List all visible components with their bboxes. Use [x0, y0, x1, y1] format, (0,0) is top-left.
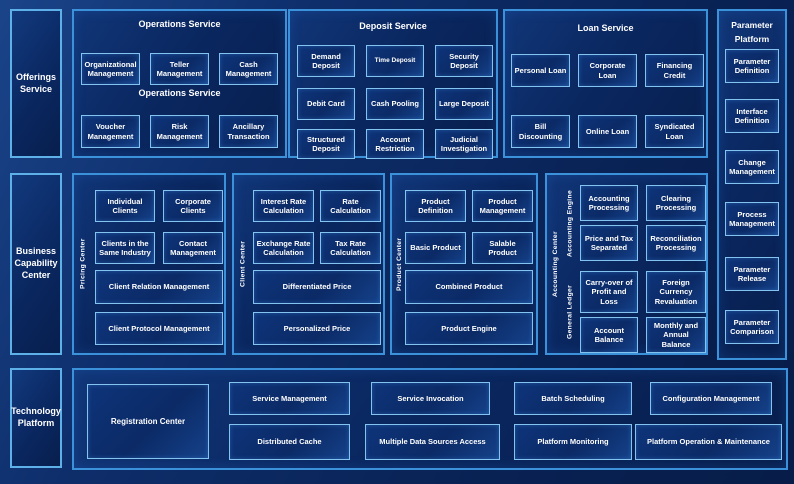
box-personalized-price: Personalized Price: [253, 312, 381, 345]
panel-technology-platform: Registration Center Service Management D…: [72, 368, 788, 470]
box-parameter-release: Parameter Release: [725, 257, 779, 291]
panel-operations-service: Operations Service Organizational Manage…: [72, 9, 287, 158]
panel-client-center: Client Center Interest Rate Calculation …: [232, 173, 385, 355]
box-large-deposit: Large Deposit: [435, 88, 493, 120]
box-account-balance: Account Balance: [580, 317, 638, 353]
box-time-deposit: Time Deposit: [366, 45, 424, 77]
general-ledger-label: General Ledger: [566, 284, 574, 340]
box-platform-operation-maintenance: Platform Operation & Maintenance: [635, 424, 782, 460]
box-parameter-definition: Parameter Definition: [725, 49, 779, 83]
panel-product-center: Product Center Product Definition Produc…: [390, 173, 538, 355]
box-change-management: Change Management: [725, 150, 779, 184]
box-accounting-processing: Accounting Processing: [580, 185, 638, 221]
panel-parameter-platform: Parameter Platform Parameter Definition …: [717, 9, 787, 360]
box-client-protocol-management: Client Protocol Management: [95, 312, 223, 345]
sidebar-business-capability-center: Business Capability Center: [10, 173, 62, 355]
box-reconciliation-processing: Reconciliation Processing: [646, 225, 706, 261]
box-process-management: Process Management: [725, 202, 779, 236]
box-account-restriction: Account Restriction: [366, 129, 424, 159]
box-distributed-cache: Distributed Cache: [229, 424, 350, 460]
box-cash-management: Cash Management: [219, 53, 278, 85]
box-multiple-data-sources-access: Multiple Data Sources Access: [365, 424, 500, 460]
box-personal-loan: Personal Loan: [511, 54, 570, 87]
box-structured-deposit: Structured Deposit: [297, 129, 355, 159]
box-bill-discounting: Bill Discounting: [511, 115, 570, 148]
accounting-center-label: Accounting Center: [552, 231, 559, 297]
box-security-deposit: Security Deposit: [435, 45, 493, 77]
box-demand-deposit: Demand Deposit: [297, 45, 355, 77]
box-combined-product: Combined Product: [405, 270, 533, 304]
loan-service-title: Loan Service: [577, 23, 634, 33]
box-judicial-investigation: Judicial Investigation: [435, 129, 493, 159]
box-price-and-tax-separated: Price and Tax Separated: [580, 225, 638, 261]
box-product-management: Product Management: [472, 190, 533, 222]
box-exchange-rate-calculation: Exchange Rate Calculation: [253, 232, 314, 264]
box-organizational-management: Organizational Management: [81, 53, 140, 85]
box-basic-product: Basic Product: [405, 232, 466, 264]
box-voucher-management: Voucher Management: [81, 115, 140, 148]
panel-pricing-center: Pricing Center Individual Clients Corpor…: [72, 173, 226, 355]
accounting-engine-label: Accounting Engine: [566, 189, 574, 257]
box-monthly-annual-balance: Monthly and Annual Balance: [646, 317, 706, 353]
operations-service-duplicate-label: Operations Service: [138, 88, 221, 98]
client-center-label: Client Center: [239, 240, 247, 288]
box-clearing-processing: Clearing Processing: [646, 185, 706, 221]
box-teller-management: Teller Management: [150, 53, 209, 85]
box-corporate-clients: Corporate Clients: [163, 190, 223, 222]
box-risk-management: Risk Management: [150, 115, 209, 148]
box-syndicated-loan: Syndicated Loan: [645, 115, 704, 148]
sidebar-technology-platform: Technology Platform: [10, 368, 62, 468]
box-interest-rate-calculation: Interest Rate Calculation: [253, 190, 314, 222]
sidebar-offerings-service: Offerings Service: [10, 9, 62, 158]
parameter-platform-title: Parameter Platform: [731, 20, 773, 44]
box-batch-scheduling: Batch Scheduling: [514, 382, 632, 415]
box-client-relation-management: Client Relation Management: [95, 270, 223, 304]
box-product-definition: Product Definition: [405, 190, 466, 222]
box-service-invocation: Service Invocation: [371, 382, 490, 415]
operations-service-title: Operations Service: [138, 19, 221, 29]
box-differentiated-price: Differentiated Price: [253, 270, 381, 304]
box-debit-card: Debit Card: [297, 88, 355, 120]
deposit-service-title: Deposit Service: [359, 21, 427, 31]
box-foreign-currency-revaluation: Foreign Currency Revaluation: [646, 271, 706, 313]
box-online-loan: Online Loan: [578, 115, 637, 148]
box-parameter-comparison: Parameter Comparison: [725, 310, 779, 344]
box-salable-product: Salable Product: [472, 232, 533, 264]
box-tax-rate-calculation: Tax Rate Calculation: [320, 232, 381, 264]
box-configuration-management: Configuration Management: [650, 382, 772, 415]
box-interface-definition: Interface Definition: [725, 99, 779, 133]
box-cash-pooling: Cash Pooling: [366, 88, 424, 120]
box-financing-credit: Financing Credit: [645, 54, 704, 87]
box-product-engine: Product Engine: [405, 312, 533, 345]
panel-deposit-service: Deposit Service Demand Deposit Time Depo…: [288, 9, 498, 159]
panel-accounting-center: Accounting Center Accounting Engine Acco…: [545, 173, 708, 355]
box-contact-management: Contact Management: [163, 232, 223, 264]
box-clients-same-industry: Clients in the Same Industry: [95, 232, 155, 264]
box-ancillary-transaction: Ancillary Transaction: [219, 115, 278, 148]
box-corporate-loan: Corporate Loan: [578, 54, 637, 87]
box-carry-over-profit-loss: Carry-over of Profit and Loss: [580, 271, 638, 313]
box-registration-center: Registration Center: [87, 384, 209, 459]
box-service-management: Service Management: [229, 382, 350, 415]
box-rate-calculation: Rate Calculation: [320, 190, 381, 222]
panel-loan-service: Loan Service Personal Loan Corporate Loa…: [503, 9, 708, 158]
pricing-center-label: Pricing Center: [79, 238, 87, 290]
box-platform-monitoring: Platform Monitoring: [514, 424, 632, 460]
box-individual-clients: Individual Clients: [95, 190, 155, 222]
